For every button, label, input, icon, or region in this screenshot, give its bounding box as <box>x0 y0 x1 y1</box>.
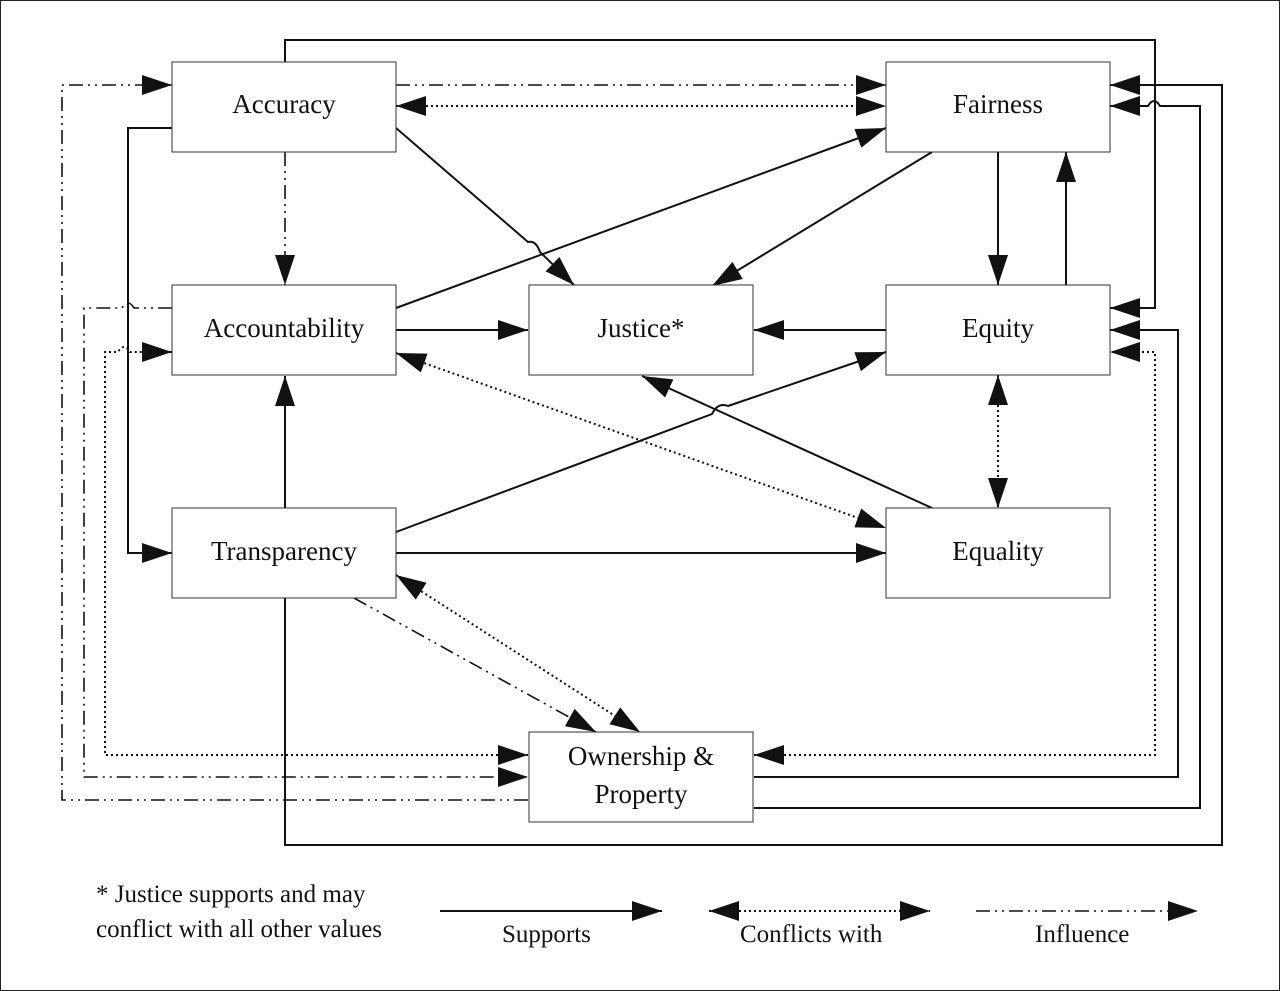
legend-conflicts-label: Conflicts with <box>740 921 883 948</box>
edge-ownership-equity-conflict <box>754 342 1156 765</box>
node-fairness: Fairness <box>885 61 1111 153</box>
node-equity-label: Equity <box>962 313 1034 343</box>
node-equality: Equality <box>885 507 1111 599</box>
node-ownership-property: Ownership & Property <box>528 731 754 823</box>
node-equity: Equity <box>885 284 1111 376</box>
edges <box>61 39 1223 846</box>
node-ownership-label-line2: Property <box>595 779 688 809</box>
node-ownership-label-line1: Ownership & <box>568 741 714 771</box>
edge-ownership-accountability-conflict <box>104 342 528 765</box>
node-justice: Justice* <box>528 284 754 376</box>
legend-note-line2: conflict with all other values <box>96 916 382 943</box>
edge-accountability-fairness <box>395 127 887 309</box>
edge-fairness-justice <box>711 151 933 287</box>
edge-ownership-fairness <box>754 96 1201 809</box>
edge-ownership-equity-supports <box>754 320 1179 778</box>
node-equality-label: Equality <box>952 536 1044 566</box>
node-accountability-label: Accountability <box>204 313 365 343</box>
edge-accuracy-transparency <box>127 127 172 563</box>
edge-transparency-ownership-conflict <box>395 574 641 733</box>
edge-transparency-equity <box>395 351 887 533</box>
legend: * Justice supports and may conflict with… <box>96 881 1198 948</box>
edge-equality-justice <box>641 375 933 509</box>
node-justice-label: Justice* <box>598 313 685 343</box>
edge-accuracy-justice <box>395 127 575 286</box>
legend-supports-label: Supports <box>502 921 591 948</box>
node-fairness-label: Fairness <box>953 89 1043 119</box>
node-transparency: Transparency <box>171 507 397 599</box>
edge-ownership-accuracy-influence <box>61 75 528 801</box>
node-accuracy: Accuracy <box>171 61 397 153</box>
legend-note-line1: * Justice supports and may <box>96 881 366 908</box>
legend-influence-label: Influence <box>1035 921 1129 948</box>
node-accuracy-label: Accuracy <box>232 89 336 119</box>
edge-transparency-ownership-influence <box>353 597 597 733</box>
edge-accuracy-equity <box>284 39 1156 318</box>
node-accountability: Accountability <box>171 284 397 376</box>
node-transparency-label: Transparency <box>211 536 357 566</box>
edge-transparency-fairness <box>284 75 1223 846</box>
edge-accountability-ownership-influence <box>83 302 528 787</box>
